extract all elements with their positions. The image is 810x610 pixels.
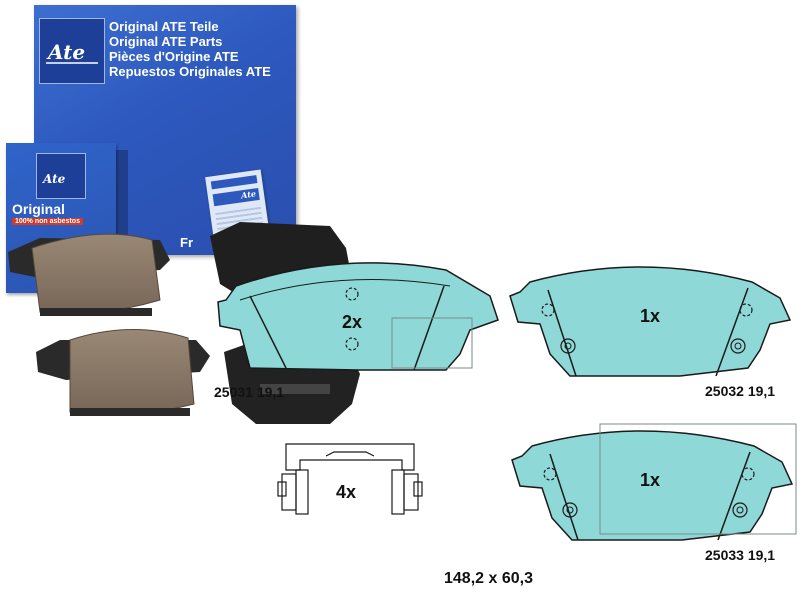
clip-qty: 4x — [336, 482, 357, 502]
pad-drawing-main: 2x — [217, 262, 499, 371]
main-pad-qty: 2x — [342, 312, 362, 332]
box-line-en: Original ATE Parts — [109, 34, 223, 49]
small-logo-text: Ate — [43, 172, 66, 186]
ate-logo-icon: Ate — [46, 40, 98, 64]
pad-dimensions: 148,2 x 60,3 — [444, 570, 533, 587]
ate-logo-text: Ate — [46, 40, 85, 64]
box-line-fr: Pièces d'Origine ATE — [109, 49, 239, 64]
pad-photo-upper — [8, 233, 170, 316]
right-top-part-number: 25032 19,1 — [705, 383, 776, 399]
box-line-es: Repuestos Originales ATE — [109, 64, 271, 79]
pad-drawing-right-top: 1x — [509, 266, 792, 377]
ate-logo-tile: Ate — [39, 18, 105, 84]
small-box-original: Original — [12, 201, 65, 217]
clip-drawing — [277, 443, 423, 515]
main-part-number: 25031 19,1 — [214, 384, 285, 400]
pad-photo-lower — [36, 329, 210, 416]
right-bottom-part-number: 25033 19,1 — [705, 547, 776, 563]
box-line-de: Original ATE Teile — [109, 19, 219, 34]
right-bottom-qty: 1x — [640, 470, 660, 490]
box-side-text: Fr — [180, 235, 193, 250]
pad-drawing-right-bottom: 1x — [511, 423, 797, 541]
right-top-qty: 1x — [640, 306, 660, 326]
box-brand-lines: Original ATE Teile Original ATE Parts Pi… — [109, 19, 271, 79]
small-logo-tile: Ate — [36, 153, 86, 199]
small-box-asbestos: 100% non asbestos — [12, 218, 83, 225]
